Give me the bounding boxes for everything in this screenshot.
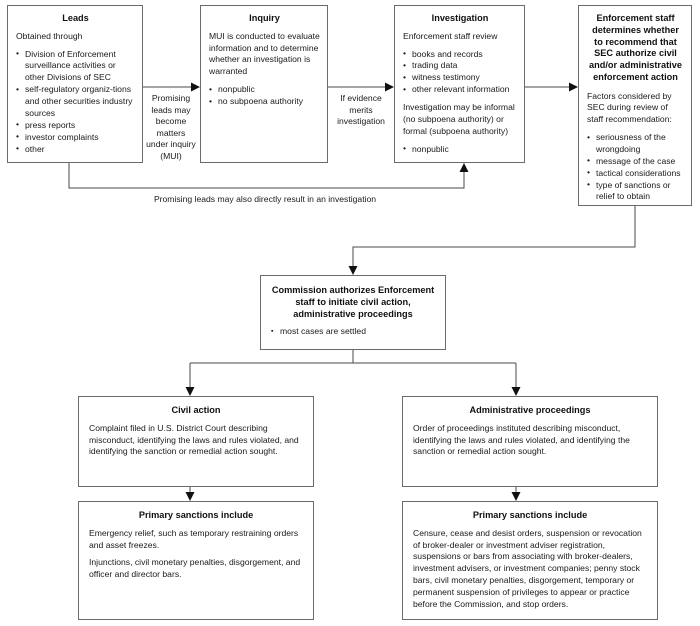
- box-commission-title: Commission authorizes Enforcement staff …: [271, 285, 435, 319]
- box-administrative-sanctions-paragraph: Censure, cease and desist orders, suspen…: [413, 527, 642, 609]
- box-commission-bullet-list: most cases are settled: [271, 326, 435, 338]
- box-civil-action-body: Complaint filed in U.S. District Court d…: [89, 422, 299, 457]
- box-leads[interactable]: Leads Obtained through Division of Enfor…: [7, 5, 143, 163]
- box-administrative-proceedings[interactable]: Administrative proceedings Order of proc…: [402, 396, 658, 487]
- box-inquiry-intro: MUI is conducted to evaluate information…: [209, 30, 320, 77]
- box-administrative-sanctions-title: Primary sanctions include: [472, 510, 588, 520]
- arrowhead-inquiry-to-investigation: [385, 82, 394, 92]
- box-inquiry-bullet-list: nonpublic no subpoena authority: [209, 84, 320, 108]
- box-inquiry[interactable]: Inquiry MUI is conducted to evaluate inf…: [200, 5, 328, 163]
- list-item: trading data: [403, 60, 517, 72]
- box-enforcement-decision-bullet-list: seriousness of the wrongdoing message of…: [587, 132, 684, 203]
- box-investigation-note: Investigation may be informal (no subpoe…: [403, 102, 515, 136]
- list-item: investor complaints: [16, 131, 135, 144]
- arrowhead-admin-to-sanctions: [511, 492, 521, 501]
- label-leads-to-inquiry: Promising leads may become matters under…: [146, 93, 196, 161]
- arrowhead-decision-to-commission: [348, 266, 358, 275]
- label-leads-to-investigation: Promising leads may also directly result…: [153, 194, 377, 204]
- list-item: witness testimony: [403, 72, 517, 84]
- box-administrative-sanctions[interactable]: Primary sanctions include Censure, cease…: [402, 501, 658, 620]
- box-leads-bullet-list: Division of Enforcement surveillance act…: [16, 48, 135, 156]
- arrowhead-investigation-to-decision: [569, 82, 578, 92]
- box-commission[interactable]: Commission authorizes Enforcement staff …: [260, 275, 446, 350]
- box-leads-title: Leads: [62, 13, 89, 23]
- line-decision-to-commission: [352, 206, 636, 266]
- box-civil-action[interactable]: Civil action Complaint filed in U.S. Dis…: [78, 396, 314, 487]
- box-administrative-proceedings-body: Order of proceedings instituted describi…: [413, 422, 630, 457]
- box-civil-sanctions-paragraph: Emergency relief, such as temporary rest…: [89, 527, 299, 550]
- list-item: nonpublic: [209, 84, 320, 96]
- list-item: seriousness of the wrongdoing: [587, 132, 684, 156]
- list-item: press reports: [16, 119, 135, 132]
- box-investigation[interactable]: Investigation Enforcement staff review b…: [394, 5, 525, 163]
- arrowhead-leads-to-investigation-loop: [459, 163, 469, 172]
- arrowhead-leads-to-inquiry: [191, 82, 200, 92]
- list-item: tactical considerations: [587, 167, 684, 180]
- list-item: type of sanctions or relief to obtain: [587, 179, 684, 204]
- list-item: most cases are settled: [271, 326, 435, 338]
- box-enforcement-decision-intro: Factors considered by SEC during review …: [587, 90, 672, 125]
- box-investigation-bullet-list: books and records trading data witness t…: [403, 48, 517, 96]
- list-item: books and records: [403, 48, 517, 61]
- box-inquiry-title: Inquiry: [249, 13, 280, 23]
- arrowhead-to-civil-action: [185, 387, 195, 396]
- list-item: nonpublic: [403, 143, 517, 156]
- list-item: Division of Enforcement surveillance act…: [16, 48, 135, 85]
- box-civil-sanctions-title: Primary sanctions include: [138, 510, 254, 520]
- arrowhead-civil-to-sanctions: [185, 492, 195, 501]
- list-item: no subpoena authority: [209, 96, 320, 108]
- list-item: other relevant information: [403, 84, 517, 96]
- line-leads-to-investigation-loop: [68, 163, 465, 189]
- list-item: self-regulatory organiz-tions and other …: [16, 84, 135, 120]
- box-civil-action-title: Civil action: [171, 405, 221, 415]
- label-inquiry-to-investigation: If evidence merits investigation: [337, 93, 385, 127]
- box-administrative-proceedings-title: Administrative proceedings: [469, 405, 591, 415]
- box-civil-sanctions[interactable]: Primary sanctions include Emergency reli…: [78, 501, 314, 620]
- list-item: other: [16, 143, 135, 156]
- box-investigation-note-bullet-list: nonpublic: [403, 143, 517, 156]
- box-civil-sanctions-paragraph: Injunctions, civil monetary penalties, d…: [89, 557, 301, 580]
- box-investigation-title: Investigation: [431, 13, 489, 23]
- box-enforcement-decision-title: Enforcement staff determines whether to …: [589, 13, 682, 82]
- list-item: message of the case: [587, 155, 684, 168]
- box-investigation-intro: Enforcement staff review: [403, 30, 498, 41]
- box-leads-intro: Obtained through: [16, 30, 83, 41]
- box-enforcement-decision[interactable]: Enforcement staff determines whether to …: [578, 5, 692, 206]
- arrowhead-to-administrative-proceedings: [511, 387, 521, 396]
